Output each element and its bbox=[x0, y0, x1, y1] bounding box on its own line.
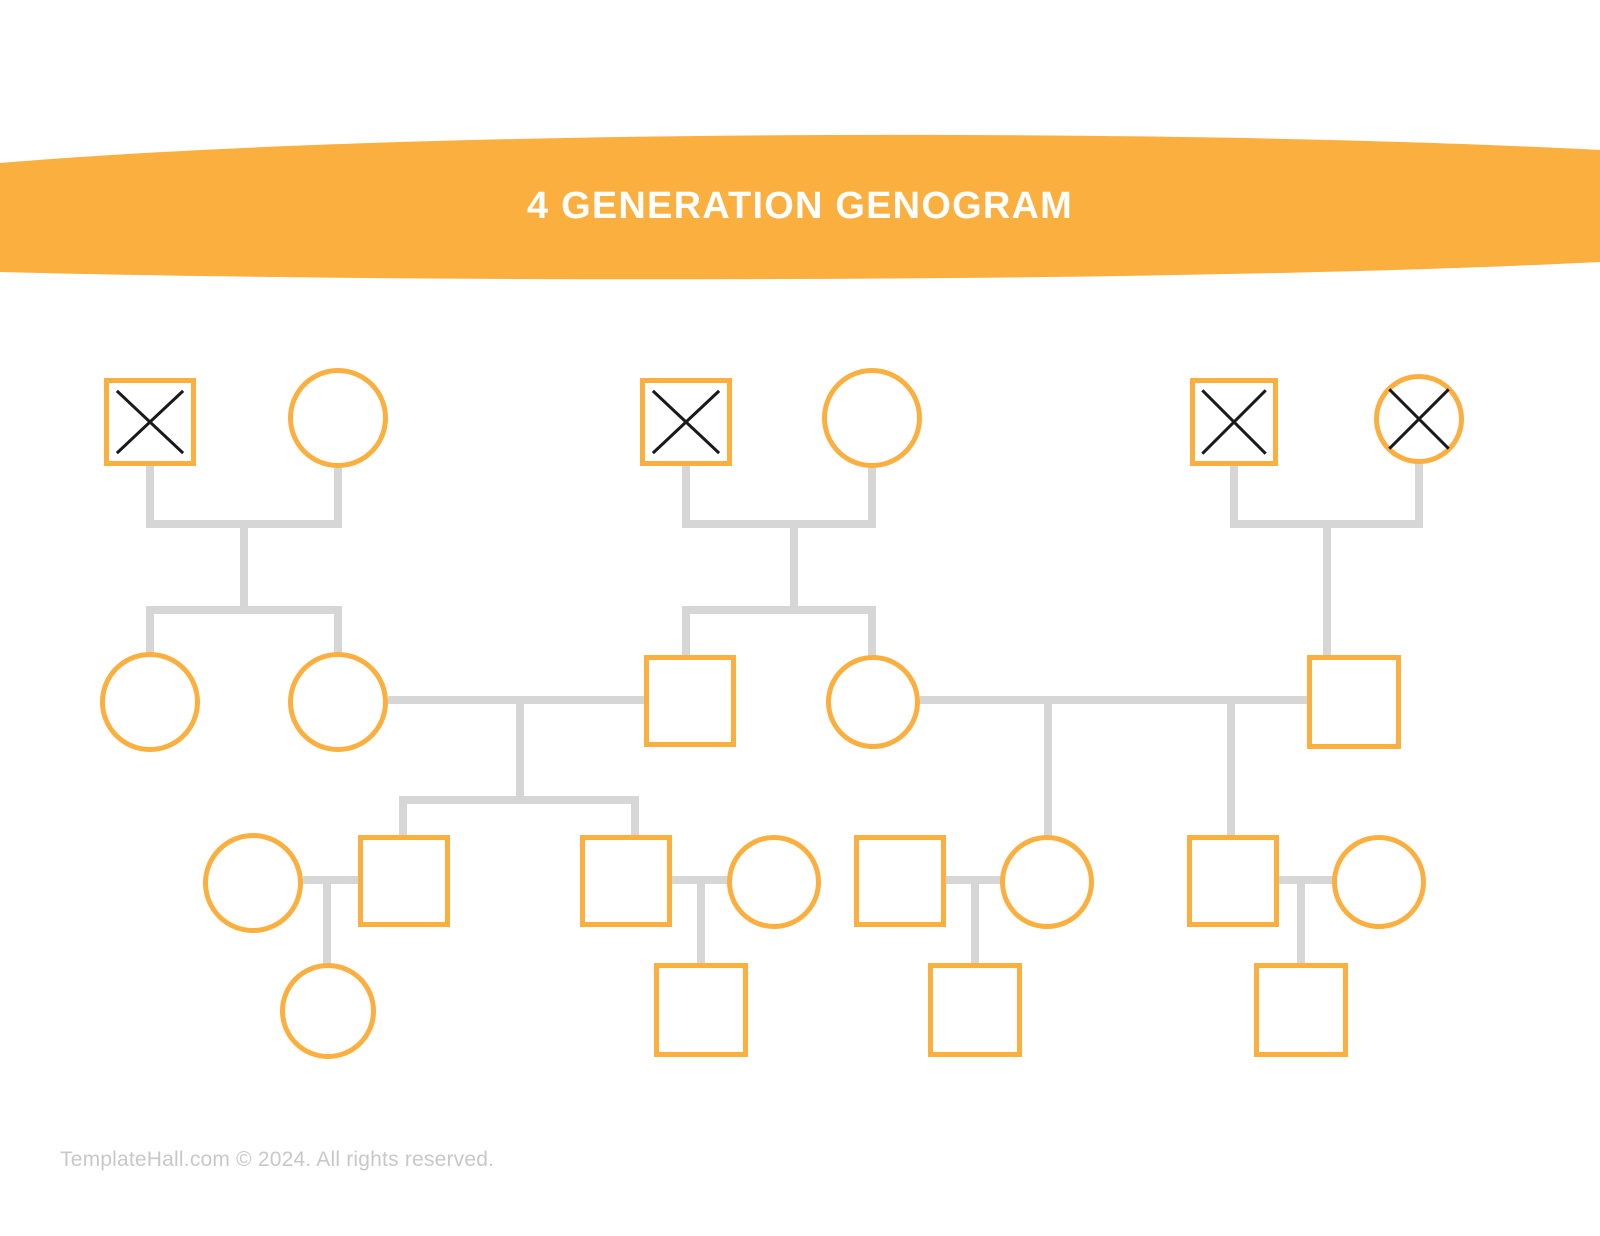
person-node-square[interactable] bbox=[644, 655, 736, 747]
person-node-square[interactable] bbox=[1307, 655, 1401, 749]
male-square-shape[interactable] bbox=[644, 655, 736, 747]
person-node-circle[interactable] bbox=[280, 963, 376, 1059]
person-node-square[interactable] bbox=[654, 963, 748, 1057]
female-circle-shape[interactable] bbox=[1000, 835, 1094, 929]
male-square-shape[interactable] bbox=[1307, 655, 1401, 749]
male-square-shape[interactable] bbox=[358, 835, 450, 927]
person-node-square[interactable] bbox=[928, 963, 1022, 1057]
female-circle-shape[interactable] bbox=[288, 652, 388, 752]
person-node-circle-deceased[interactable] bbox=[1374, 374, 1464, 464]
person-node-square[interactable] bbox=[1187, 835, 1279, 927]
person-node-square-deceased[interactable] bbox=[640, 378, 732, 466]
deceased-x-icon bbox=[115, 389, 185, 455]
person-node-square[interactable] bbox=[854, 835, 946, 927]
female-circle-shape[interactable] bbox=[822, 368, 922, 468]
person-node-circle[interactable] bbox=[826, 655, 920, 749]
connector-couple bbox=[146, 466, 342, 528]
male-square-shape[interactable] bbox=[928, 963, 1022, 1057]
person-node-circle[interactable] bbox=[288, 652, 388, 752]
person-node-square[interactable] bbox=[580, 835, 672, 927]
person-node-square-deceased[interactable] bbox=[104, 378, 196, 466]
person-node-circle[interactable] bbox=[288, 368, 388, 468]
connector-lines-group bbox=[146, 464, 1423, 966]
deceased-x-icon bbox=[1201, 389, 1267, 455]
female-circle-shape[interactable] bbox=[727, 835, 821, 929]
male-square-shape[interactable] bbox=[580, 835, 672, 927]
female-circle-shape[interactable] bbox=[826, 655, 920, 749]
female-circle-shape[interactable] bbox=[203, 833, 303, 933]
connector-couple bbox=[682, 466, 876, 528]
male-square-shape[interactable] bbox=[854, 835, 946, 927]
person-node-square[interactable] bbox=[358, 835, 450, 927]
female-circle-shape[interactable] bbox=[280, 963, 376, 1059]
person-node-circle[interactable] bbox=[203, 833, 303, 933]
female-circle-shape[interactable] bbox=[288, 368, 388, 468]
deceased-x-icon bbox=[651, 389, 721, 455]
male-square-shape[interactable] bbox=[1254, 963, 1348, 1057]
person-node-circle[interactable] bbox=[1332, 835, 1426, 929]
person-node-circle[interactable] bbox=[822, 368, 922, 468]
person-nodes-group bbox=[100, 368, 1464, 1059]
female-circle-shape[interactable] bbox=[1332, 835, 1426, 929]
male-square-shape[interactable] bbox=[654, 963, 748, 1057]
person-node-circle[interactable] bbox=[100, 652, 200, 752]
male-square-shape[interactable] bbox=[1187, 835, 1279, 927]
person-node-square-deceased[interactable] bbox=[1190, 378, 1278, 466]
female-circle-shape[interactable] bbox=[100, 652, 200, 752]
person-node-circle[interactable] bbox=[1000, 835, 1094, 929]
footer-copyright: TemplateHall.com © 2024. All rights rese… bbox=[60, 1148, 495, 1171]
person-node-square[interactable] bbox=[1254, 963, 1348, 1057]
connector-couple bbox=[1230, 464, 1423, 528]
person-node-circle[interactable] bbox=[727, 835, 821, 929]
deceased-x-icon bbox=[1388, 388, 1450, 450]
